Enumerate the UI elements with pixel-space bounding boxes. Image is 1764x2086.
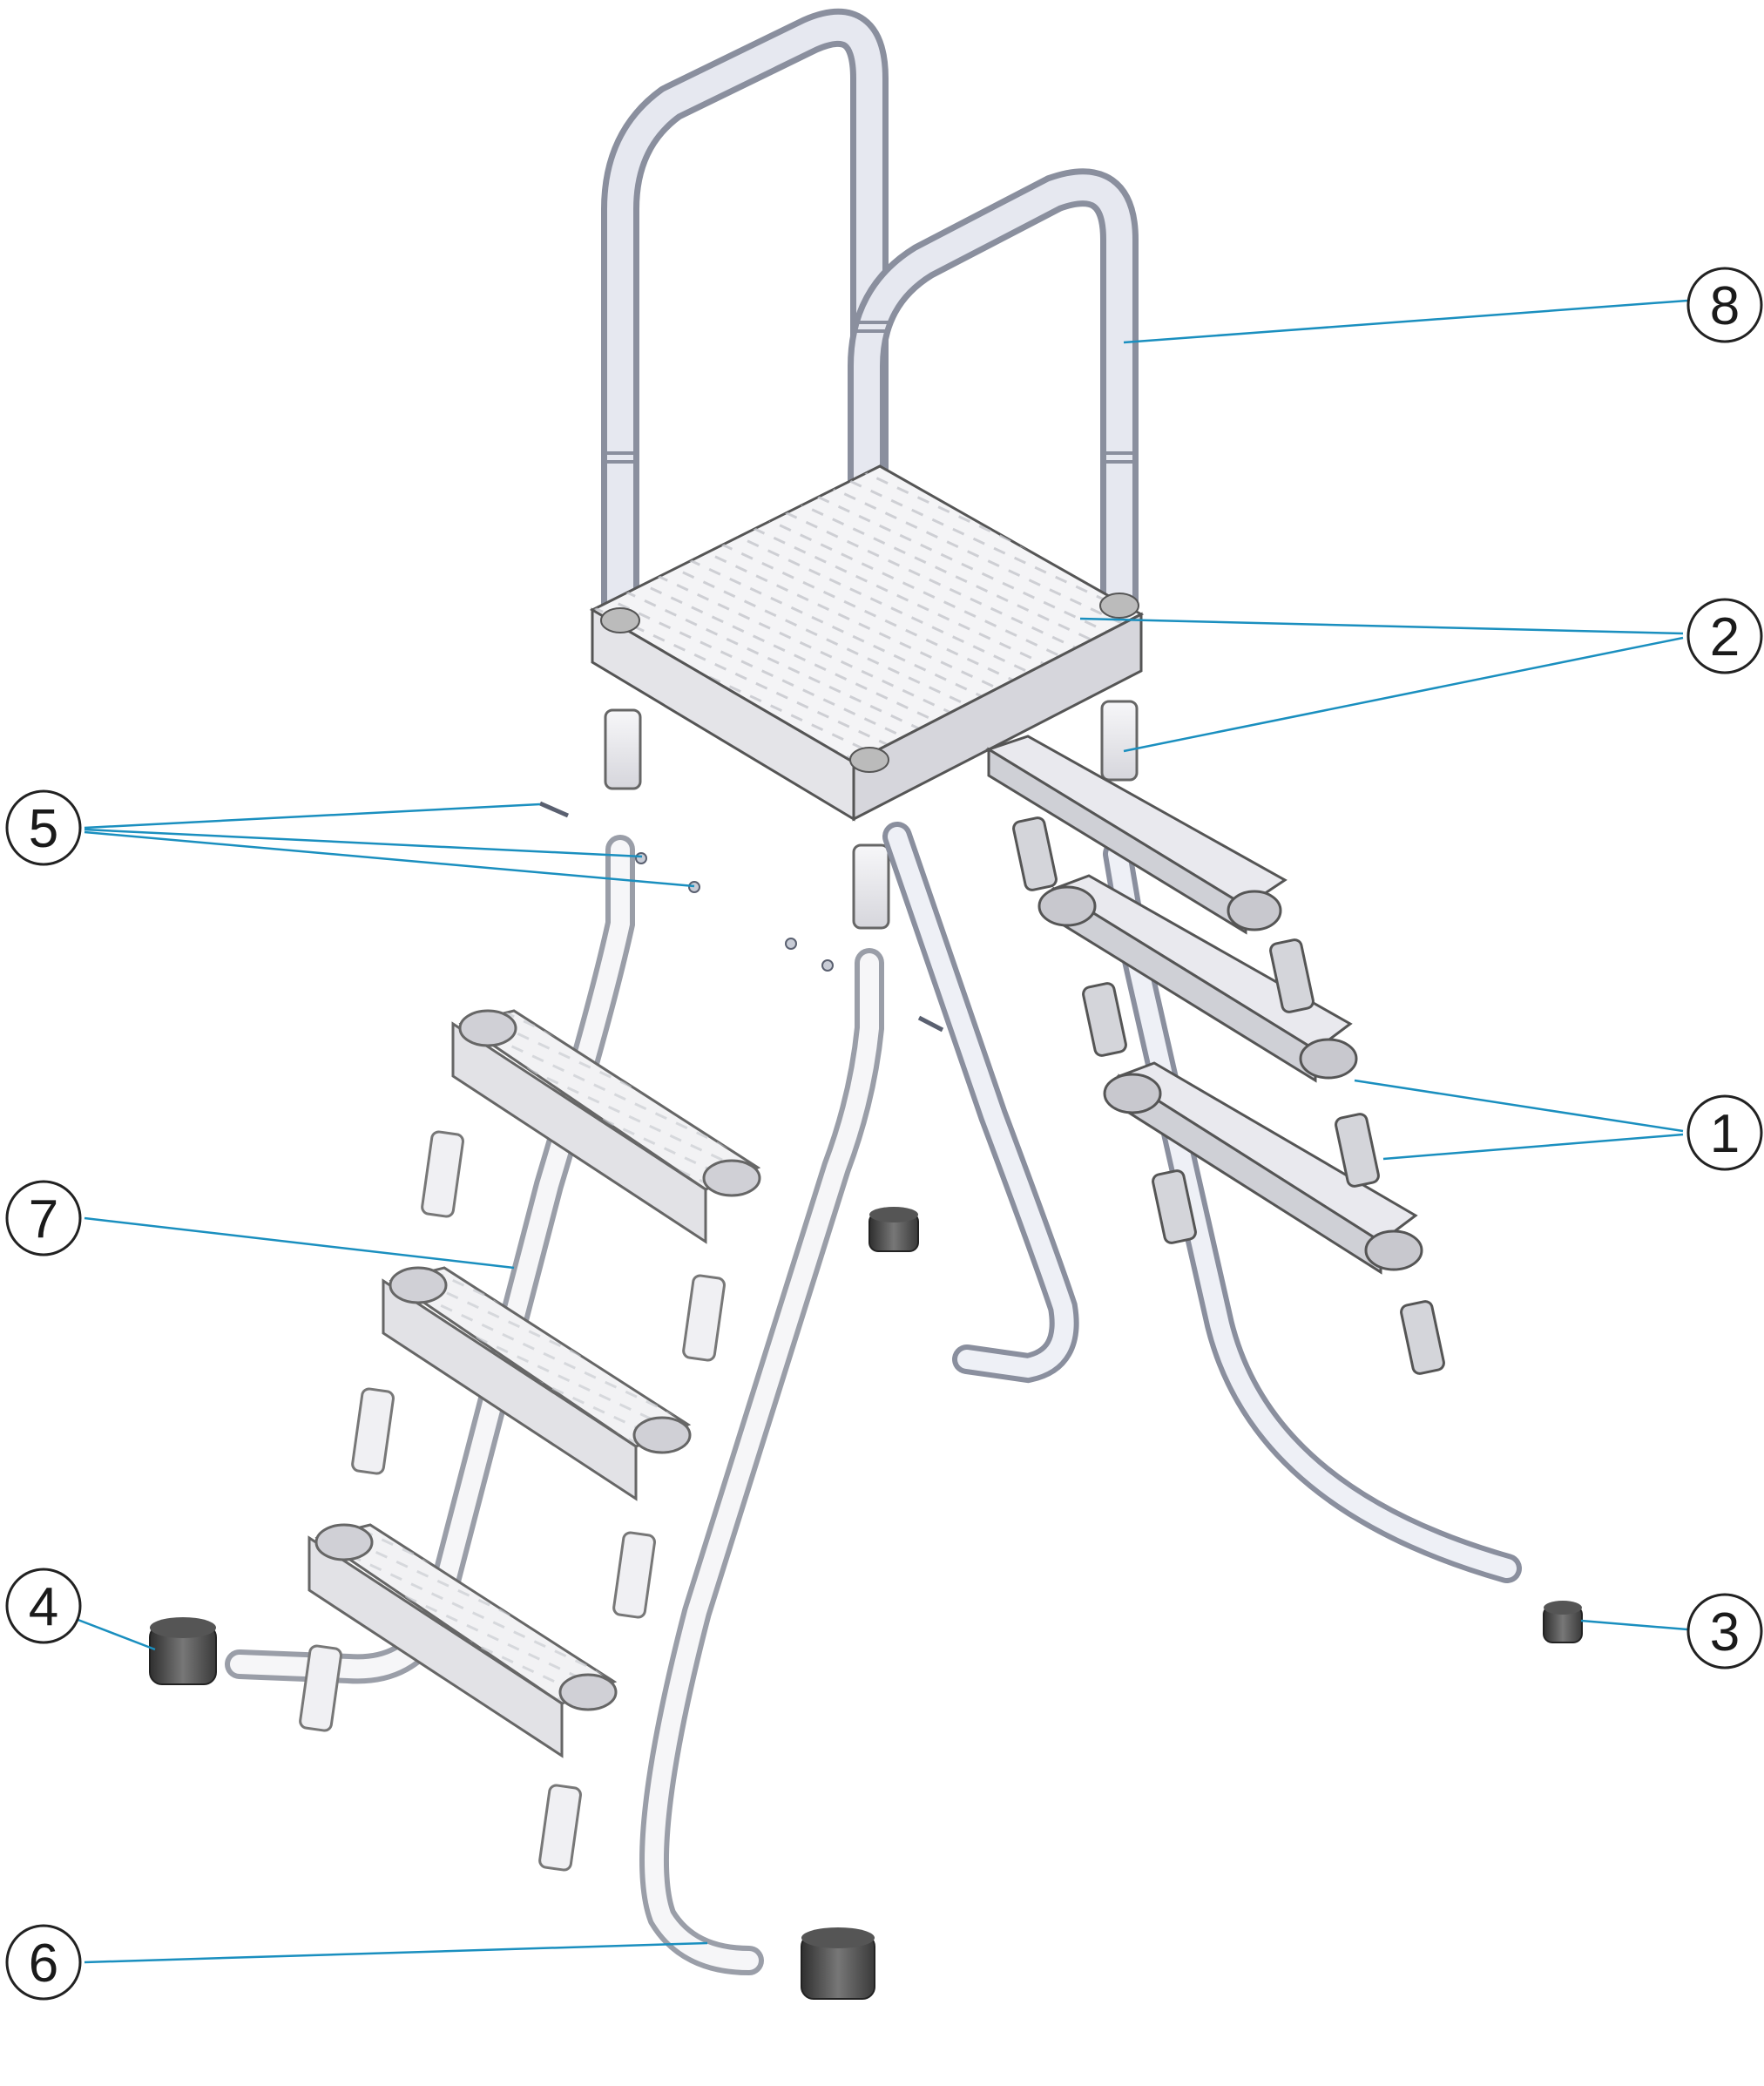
outer-ladder-tubes [225,835,884,1975]
rubber-foot-4 [149,1617,217,1685]
inner-ladder-tubes [882,822,1522,1583]
callout-4: 4 [5,1568,82,1644]
callout-label-4: 4 [29,1577,58,1637]
callout-label-8: 8 [1710,276,1740,336]
callout-2: 2 [1686,598,1763,674]
callout-3: 3 [1686,1593,1763,1669]
leader-4 [75,1617,156,1651]
rubber-foot-3 [1543,1601,1583,1643]
platform-sockets [604,700,1139,930]
callout-label-3: 3 [1710,1602,1740,1663]
callout-8: 8 [1686,267,1763,343]
callout-label-7: 7 [29,1189,58,1250]
outer-step-sockets [299,1130,726,1872]
leader-2b [1123,636,1684,753]
inner-step-2 [1037,874,1358,1083]
callout-label-5: 5 [29,799,58,859]
leader-5a [84,803,541,830]
leader-1a [1354,1079,1684,1133]
rubber-foot-inner [868,1207,919,1252]
callout-5: 5 [5,789,82,866]
top-platform [589,464,1145,822]
inner-step-1 [985,735,1288,935]
outer-step-1 [451,1009,761,1244]
leader-lines [75,299,1688,1964]
callout-label-6: 6 [29,1934,58,1994]
leader-7 [84,1216,515,1270]
rubber-foot-6 [801,1927,875,2000]
callout-6: 6 [5,1924,82,2001]
leader-5b [84,828,643,858]
leader-3 [1580,1619,1688,1631]
outer-step-3 [308,1523,618,1758]
callout-label-1: 1 [1710,1104,1740,1164]
callout-label-2: 2 [1710,607,1740,667]
callout-1: 1 [1686,1094,1763,1171]
leader-8 [1123,299,1688,344]
inner-step-3 [1103,1061,1423,1275]
handrail-left [601,8,889,777]
inner-step-sockets [1012,816,1445,1375]
callout-7: 7 [5,1180,82,1256]
leader-6 [84,1941,708,1964]
leader-5c [84,830,695,888]
screws [538,801,944,1033]
outer-step-2 [382,1266,692,1501]
leader-1b [1382,1133,1684,1161]
leader-2a [1079,617,1684,635]
